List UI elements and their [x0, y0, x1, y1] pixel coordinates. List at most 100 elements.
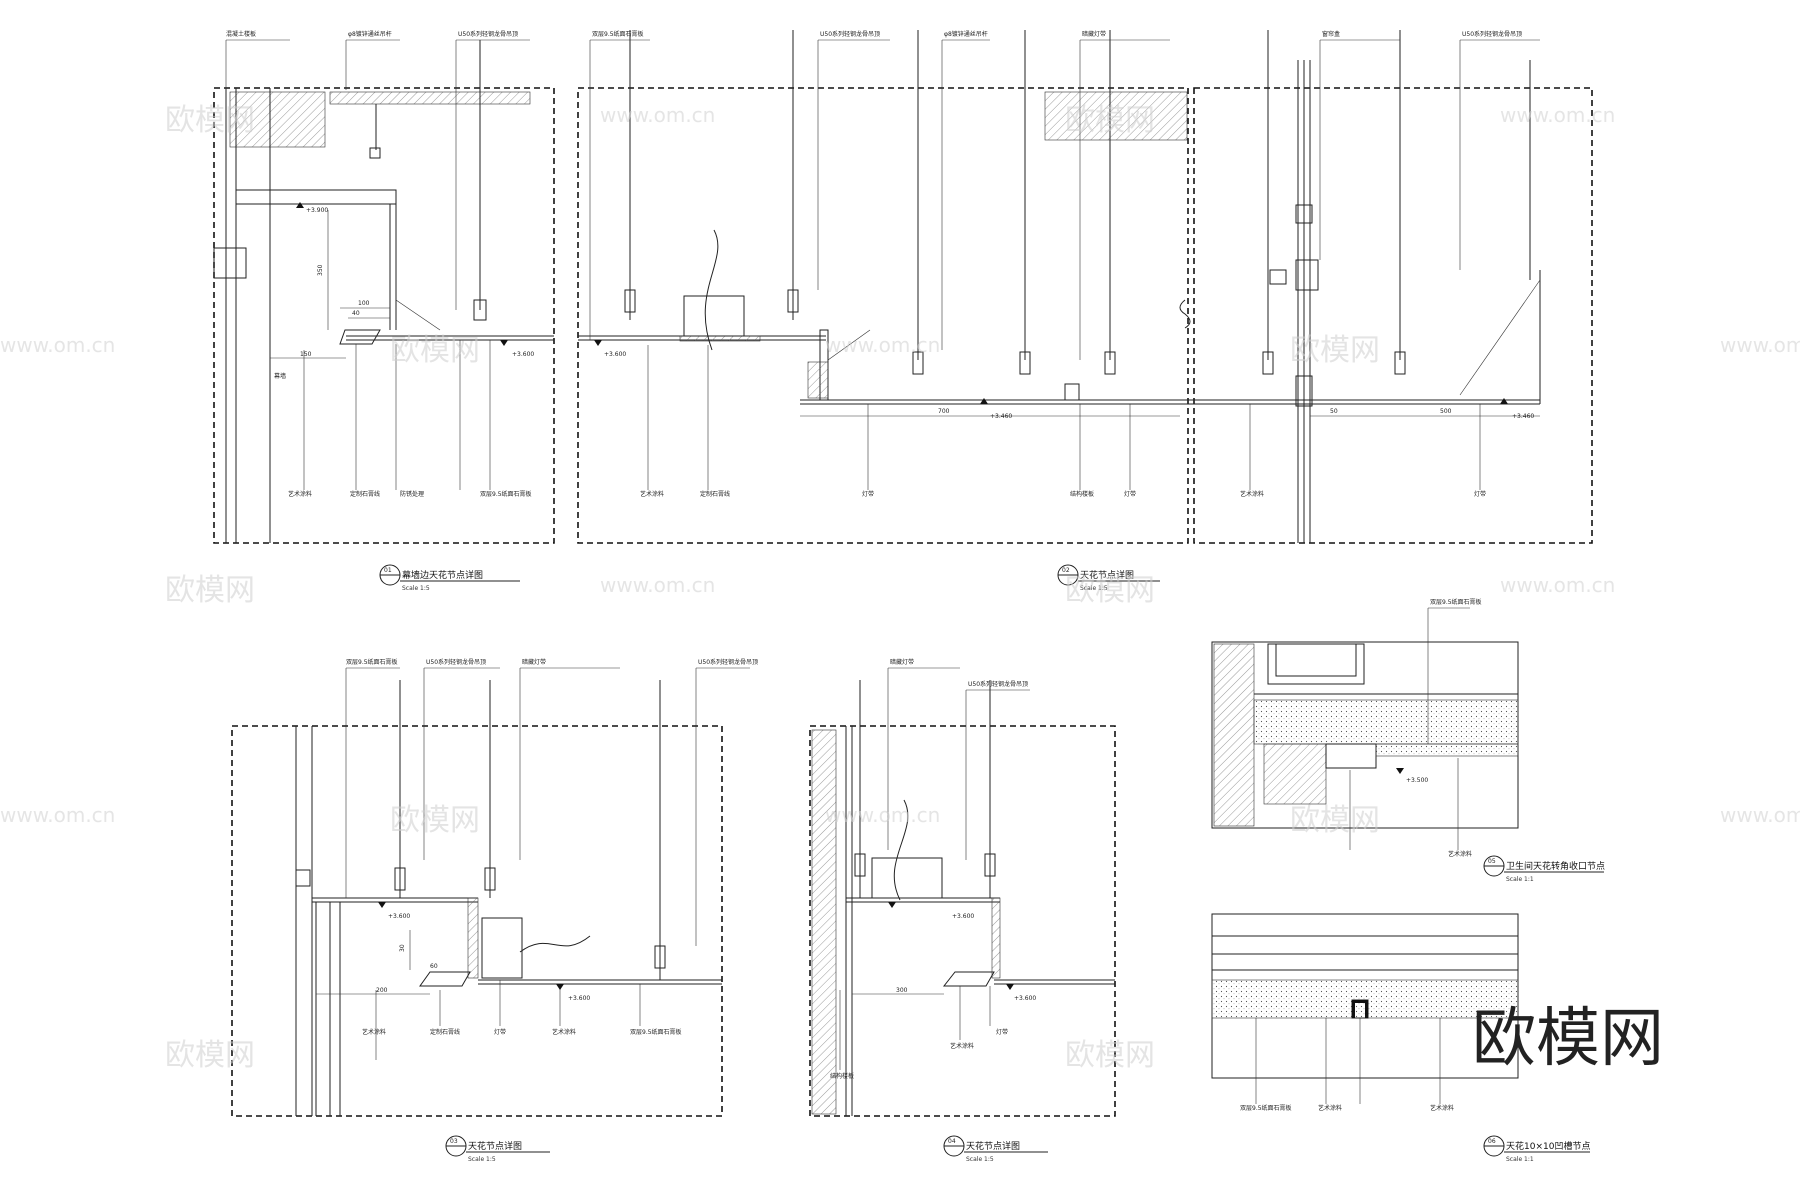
label-moulding-d02: 定制石膏线	[700, 490, 730, 498]
detail-01-frame	[213, 87, 555, 544]
watermark-brand: 欧模网	[1065, 1038, 1155, 1073]
label-keel-d03b: U50系列轻钢龙骨吊顶	[698, 658, 758, 666]
label-paint-d02: 艺术涂料	[640, 490, 664, 498]
dim-50: 50	[1330, 408, 1338, 415]
watermark-brand: 欧模网	[1290, 333, 1380, 368]
detail-01-scale: Scale 1:5	[402, 585, 430, 592]
label-keel-d03: U50系列轻钢龙骨吊顶	[426, 658, 486, 666]
label-board-d01: 双层9.5纸面石膏板	[480, 490, 532, 498]
label-lightstrip-d02c: 灯带	[1474, 490, 1486, 498]
dim-500: 500	[1440, 408, 1452, 415]
label-lightstrip-d02: 灯带	[862, 490, 874, 498]
watermark-brand: 欧模网	[1065, 103, 1155, 138]
detail-05	[1211, 607, 1519, 850]
title-block-03: 03 天花节点详图 Scale 1:5	[445, 1135, 550, 1163]
label-paint-d06b: 艺术涂料	[1430, 1104, 1454, 1112]
watermark-url: www.om.cn	[600, 103, 715, 127]
watermark-brand: 欧模网	[165, 573, 255, 608]
watermark-brand: 欧模网	[1065, 573, 1155, 608]
label-keel-d02b: U50系列轻钢龙骨吊顶	[1462, 30, 1522, 38]
detail-06	[1211, 913, 1519, 1104]
detail-02-frame-b	[1193, 87, 1593, 544]
dim-100: 100	[358, 300, 370, 307]
level-3600-d03b: +3.600	[568, 995, 590, 1002]
label-keel-d02: U50系列轻钢龙骨吊顶	[820, 30, 880, 38]
label-lightstrip-d03: 灯带	[494, 1028, 506, 1036]
dim-700: 700	[938, 408, 950, 415]
watermark-url: www.om.cn	[600, 573, 715, 597]
label-hanger: φ8镀锌通丝吊杆	[348, 30, 392, 38]
detail-02-title: 天花节点详图	[1080, 569, 1134, 581]
detail-02-num: 02	[1062, 567, 1070, 574]
level-3600-d01: +3.600	[512, 351, 534, 358]
label-paint-d04: 艺术涂料	[950, 1042, 974, 1050]
detail-05-num: 05	[1488, 858, 1496, 865]
label-board-d02: 双层9.5纸面石膏板	[592, 30, 644, 38]
label-concrete: 混凝土楼板	[226, 30, 256, 38]
watermark-brand: 欧模网	[1290, 803, 1380, 838]
dim-150: 150	[300, 351, 312, 358]
detail-05-scale: Scale 1:1	[1506, 876, 1534, 883]
watermark-url: www.om.cn	[0, 333, 115, 357]
level-3600-d02: +3.600	[604, 351, 626, 358]
detail-04-title: 天花节点详图	[966, 1140, 1020, 1152]
detail-06-scale: Scale 1:1	[1506, 1156, 1534, 1163]
detail-01	[213, 39, 555, 544]
label-paint-d02b: 艺术涂料	[1240, 490, 1264, 498]
dim-30: 30	[399, 944, 406, 952]
label-paint-d01: 艺术涂料	[288, 490, 312, 498]
label-curtain-wall: 幕墙	[274, 372, 286, 380]
dim-350: 350	[317, 264, 324, 276]
watermark-url: www.om.cn	[1500, 103, 1615, 127]
watermark-url: www.om.cn	[825, 333, 940, 357]
level-3900: +3.900	[306, 207, 328, 214]
detail-03-frame	[231, 725, 723, 1117]
detail-03-title: 天花节点详图	[468, 1140, 522, 1152]
label-lightstrip-d02b: 灯带	[1124, 490, 1136, 498]
brand-logo-text: 欧模网	[1472, 1002, 1664, 1076]
dim-40: 40	[352, 310, 360, 317]
label-paint-d05: 艺术涂料	[1448, 850, 1472, 858]
label-board-d03b: 双层9.5纸面石膏板	[630, 1028, 682, 1036]
dim-300: 300	[896, 987, 908, 994]
watermark-url: www.om.cn	[1720, 333, 1800, 357]
watermark-url: www.om.cn	[825, 803, 940, 827]
detail-02-frame-a	[577, 87, 1189, 544]
detail-06-num: 06	[1488, 1138, 1496, 1145]
label-slab-d02: 结构楼板	[1070, 490, 1094, 498]
detail-04-num: 04	[948, 1138, 956, 1145]
label-light-d04: 暗藏灯带	[890, 658, 914, 666]
watermark-url: www.om.cn	[0, 803, 115, 827]
watermark-brand: 欧模网	[390, 333, 480, 368]
label-board-d06: 双层9.5纸面石膏板	[1240, 1104, 1292, 1112]
label-moulding-d03: 定制石膏线	[430, 1028, 460, 1036]
detail-01-title: 幕墙边天花节点详图	[402, 569, 483, 581]
detail-04-scale: Scale 1:5	[966, 1156, 994, 1163]
watermark-url: www.om.cn	[1720, 803, 1800, 827]
label-hanger-d02: φ8镀锌通丝吊杆	[944, 30, 988, 38]
watermark-brand: 欧模网	[165, 103, 255, 138]
label-rust-d01: 防锈处理	[400, 490, 424, 498]
detail-03	[231, 667, 750, 1117]
label-paint-d06: 艺术涂料	[1318, 1104, 1342, 1112]
detail-04-frame	[809, 725, 1116, 1117]
detail-03-scale: Scale 1:5	[468, 1156, 496, 1163]
label-paint-d03: 艺术涂料	[362, 1028, 386, 1036]
title-block-01: 01 幕墙边天花节点详图 Scale 1:5	[379, 564, 520, 592]
detail-03-num: 03	[450, 1138, 458, 1145]
title-block-04: 04 天花节点详图 Scale 1:5	[943, 1135, 1048, 1163]
label-lightstrip-d04: 灯带	[996, 1028, 1008, 1036]
label-curtainbox-d02: 窗帘盒	[1322, 30, 1340, 38]
level-3600-d04a: +3.600	[952, 913, 974, 920]
label-board-d03: 双层9.5纸面石膏板	[346, 658, 398, 666]
label-paint-d03b: 艺术涂料	[552, 1028, 576, 1036]
title-block-05: 05 卫生间天花转角收口节点 Scale 1:1	[1483, 855, 1605, 883]
watermarks: 欧模网 欧模网 欧模网 欧模网 欧模网 欧模网 欧模网 欧模网 欧模网 欧模网 …	[0, 103, 1800, 1073]
level-3600-d03a: +3.600	[388, 913, 410, 920]
label-keel-d04: U50系列轻钢龙骨吊顶	[968, 680, 1028, 688]
level-3460-b: +3.460	[1512, 413, 1534, 420]
detail-02	[577, 30, 1593, 544]
detail-05-title: 卫生间天花转角收口节点	[1506, 860, 1605, 872]
title-block-06: 06 天花10×10凹槽节点 Scale 1:1	[1483, 1135, 1590, 1163]
